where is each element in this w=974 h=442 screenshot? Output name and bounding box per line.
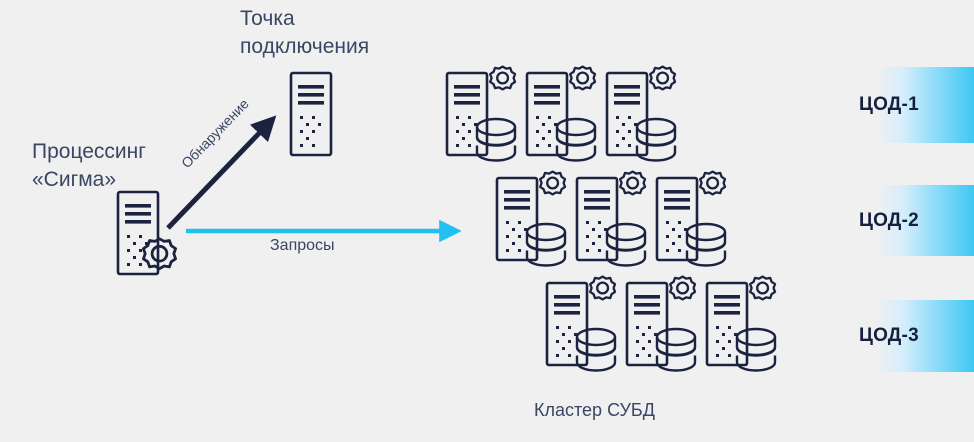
- datacenter-label-2: ЦОД-2: [859, 209, 919, 231]
- cluster-node: [575, 170, 647, 267]
- datacenter-band-2: ЦОД-2: [859, 185, 974, 256]
- cluster-node: [495, 170, 567, 267]
- datacenter-label-1: ЦОД-1: [859, 94, 919, 115]
- datacenter-band-3: ЦОД-3: [859, 300, 974, 372]
- datacenter-label-3: ЦОД-3: [859, 325, 919, 346]
- cluster-node: [545, 275, 617, 372]
- discovery-arrow-label: Обнаружение: [178, 95, 252, 172]
- connection-point-title: Точка подключения: [240, 7, 370, 58]
- cluster-row-1: [445, 65, 677, 162]
- processing-server: [116, 190, 178, 276]
- cluster-caption: Кластер СУБД: [534, 400, 655, 420]
- cluster-row-3: [545, 275, 777, 372]
- cluster-node: [605, 65, 677, 162]
- datacenter-band-1: ЦОД-1: [859, 67, 974, 143]
- cluster-node: [525, 65, 597, 162]
- connection-point-server: [289, 71, 333, 157]
- queries-arrow-label: Запросы: [270, 237, 335, 254]
- cluster-node: [655, 170, 727, 267]
- cluster-node: [705, 275, 777, 372]
- cluster-node: [625, 275, 697, 372]
- cluster-node: [445, 65, 517, 162]
- cluster-row-2: [495, 170, 727, 267]
- processing-title: Процессинг «Сигма»: [32, 140, 146, 191]
